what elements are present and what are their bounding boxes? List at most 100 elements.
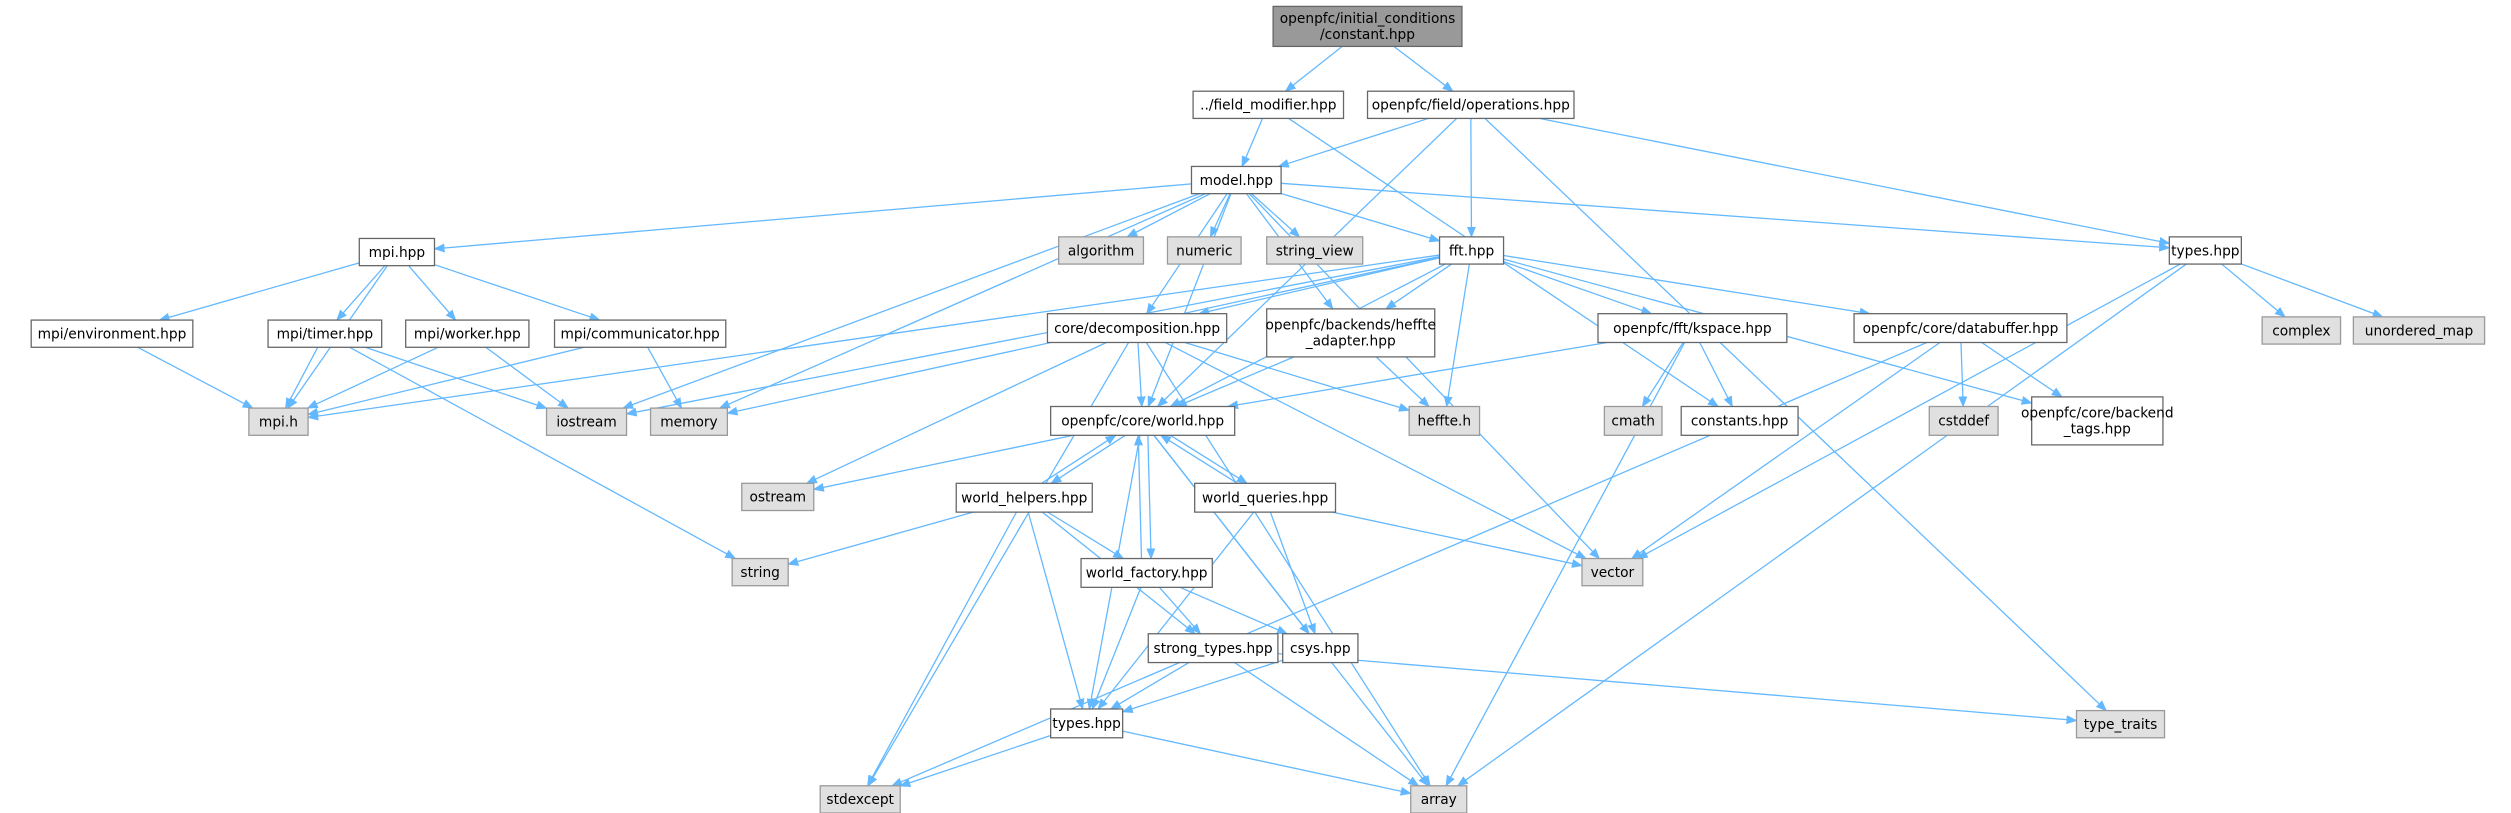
- node-box: [248, 407, 309, 436]
- node-world-queries[interactable]: world_queries.hpp: [1194, 482, 1337, 513]
- node-label: csys.hpp: [1290, 641, 1351, 657]
- node-label: vector: [1591, 565, 1635, 581]
- edge-world-factory-to-csys: [1179, 586, 1289, 635]
- edge-fft-to-iostream: [625, 256, 1440, 417]
- edge-world-factory-to-strong-types: [1158, 586, 1202, 635]
- edge-timer-to-iostream: [365, 346, 548, 410]
- node-unordered-map: unordered_map: [2352, 316, 2486, 345]
- node-heffte-adapter[interactable]: openpfc/backends/heffte_adapter.hpp: [1265, 308, 1436, 358]
- node-label: complex: [2272, 323, 2330, 339]
- node-constants[interactable]: constants.hpp: [1680, 405, 1799, 436]
- node-heffte-h: heffte.h: [1408, 405, 1481, 436]
- node-label: openpfc/backends/heffte: [1265, 318, 1435, 334]
- node-label: string_view: [1276, 243, 1354, 259]
- node-operations[interactable]: openpfc/field/operations.hpp: [1366, 90, 1575, 120]
- node-stdexcept: stdexcept: [819, 785, 901, 813]
- node-box: [2261, 316, 2342, 345]
- edge-world-queries-to-types-low: [1097, 511, 1255, 710]
- edge-model-to-iostream: [622, 193, 1200, 409]
- node-box: [1272, 5, 1463, 48]
- edge-world-queries-to-vector: [1332, 511, 1584, 568]
- node-constant[interactable]: openpfc/initial_conditions/constant.hpp: [1272, 5, 1463, 48]
- edge-timer-to-mpi-h: [285, 346, 319, 410]
- node-environment[interactable]: mpi/environment.hpp: [30, 319, 194, 348]
- node-label: mpi/timer.hpp: [277, 326, 374, 342]
- edge-world-factory-to-types-low: [1091, 587, 1142, 711]
- node-databuffer[interactable]: openpfc/core/databuffer.hpp: [1853, 313, 2068, 344]
- node-box: [1603, 405, 1663, 436]
- node-label: types.hpp: [1052, 716, 1120, 732]
- node-types-top[interactable]: types.hpp: [2168, 236, 2242, 265]
- edge-types-top-to-vector: [1636, 263, 2181, 560]
- edge-heffte-adapter-to-world: [1175, 356, 1295, 408]
- edge-timer-to-string: [349, 346, 737, 560]
- edge-constant-to-operations: [1393, 45, 1454, 92]
- node-communicator[interactable]: mpi/communicator.hpp: [553, 319, 727, 348]
- node-box: [649, 407, 729, 436]
- node-label: types.hpp: [2171, 243, 2239, 259]
- edge-communicator-to-memory: [647, 346, 682, 410]
- node-box: [553, 319, 727, 348]
- node-label: strong_types.hpp: [1154, 641, 1273, 657]
- node-box: [1192, 90, 1345, 120]
- node-label: world_factory.hpp: [1086, 566, 1208, 582]
- node-mpi[interactable]: mpi.hpp: [358, 237, 436, 267]
- node-field-modifier[interactable]: ../field_modifier.hpp: [1192, 90, 1345, 120]
- edge-kspace-to-constants: [1699, 342, 1733, 408]
- node-label: ostream: [749, 490, 806, 506]
- node-box: [955, 482, 1093, 513]
- node-array: array: [1410, 785, 1468, 813]
- edge-mpi-to-timer: [336, 265, 386, 321]
- edge-types-low-to-array: [1122, 730, 1412, 796]
- node-box: [1853, 313, 2068, 344]
- node-box: [1597, 313, 1788, 344]
- node-world[interactable]: openpfc/core/world.hpp: [1050, 405, 1236, 436]
- edge-databuffer-to-backend-tags: [1981, 341, 2063, 398]
- edge-mpi-to-environment: [158, 262, 360, 322]
- node-label: constants.hpp: [1691, 414, 1788, 430]
- node-memory: memory: [649, 407, 729, 436]
- node-timer[interactable]: mpi/timer.hpp: [267, 319, 383, 348]
- edge-fft-to-decomposition: [1198, 257, 1440, 316]
- node-decomposition[interactable]: core/decomposition.hpp: [1046, 313, 1228, 344]
- node-world-helpers[interactable]: world_helpers.hpp: [955, 482, 1093, 513]
- node-label: numeric: [1176, 243, 1232, 259]
- edge-fft-to-heffte-adapter: [1384, 263, 1452, 310]
- node-label: _adapter.hpp: [1305, 334, 1396, 350]
- edge-strong-types-to-types-low: [1109, 662, 1190, 710]
- edge-model-to-mpi: [433, 183, 1192, 253]
- edge-operations-to-model: [1277, 117, 1429, 168]
- edge-model-to-world: [1147, 193, 1232, 408]
- edge-field-modifier-to-model: [1241, 118, 1264, 168]
- node-backend-tags[interactable]: openpfc/core/backend_tags.hpp: [2021, 396, 2174, 446]
- node-kspace[interactable]: openpfc/fft/kspace.hpp: [1597, 313, 1788, 344]
- node-csys[interactable]: csys.hpp: [1282, 633, 1359, 664]
- edge-mpi-to-communicator: [434, 264, 601, 322]
- node-strong-types[interactable]: strong_types.hpp: [1147, 633, 1279, 664]
- node-box: [1046, 313, 1228, 344]
- node-box: [741, 482, 815, 512]
- edge-decomposition-to-world: [1136, 342, 1146, 408]
- edge-world-queries-to-world: [1159, 434, 1238, 484]
- node-box: [1058, 236, 1145, 265]
- node-label: string: [740, 565, 779, 581]
- edge-model-to-types-top: [1281, 182, 2171, 252]
- node-complex: complex: [2261, 316, 2342, 345]
- node-worker[interactable]: mpi/worker.hpp: [405, 319, 530, 348]
- node-cmath: cmath: [1603, 405, 1663, 436]
- node-fft[interactable]: fft.hpp: [1438, 236, 1505, 265]
- edge-world-helpers-to-string: [787, 511, 974, 566]
- node-ostream: ostream: [741, 482, 815, 512]
- node-vector: vector: [1581, 557, 1644, 587]
- node-types-low[interactable]: types.hpp: [1050, 708, 1124, 739]
- node-numeric: numeric: [1166, 236, 1242, 265]
- node-box: [1050, 405, 1236, 436]
- edge-world-to-world-helpers: [1050, 434, 1126, 484]
- node-label: mpi/communicator.hpp: [560, 326, 719, 342]
- node-box: [1928, 405, 1999, 436]
- node-box: [1410, 785, 1468, 813]
- node-model[interactable]: model.hpp: [1190, 165, 1282, 195]
- node-world-factory[interactable]: world_factory.hpp: [1080, 557, 1213, 588]
- edge-types-top-to-complex: [2221, 263, 2286, 318]
- node-iostream: iostream: [545, 407, 628, 436]
